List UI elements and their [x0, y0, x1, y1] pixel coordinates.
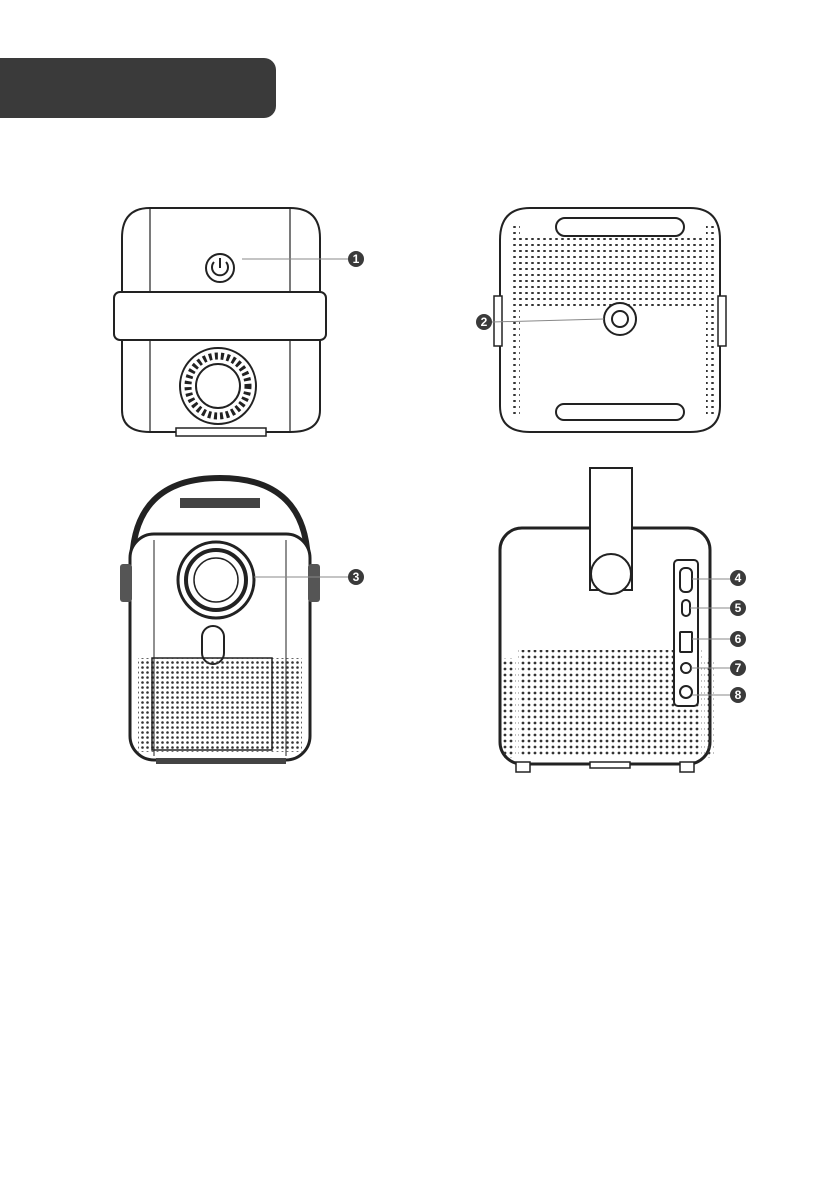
projector-back-view: 4 5 6 7 8: [490, 462, 780, 780]
usb-c-port-icon: [682, 600, 690, 616]
callout-6: 6: [730, 631, 746, 647]
projector-front-view: 3: [110, 470, 390, 770]
projector-top-view: 1: [110, 200, 390, 440]
callout-4: 4: [730, 570, 746, 586]
callout-3-label: 3: [353, 570, 360, 584]
callout-6-label: 6: [735, 632, 742, 646]
front-view-drawing: 3: [110, 470, 390, 770]
lens-icon: [178, 542, 254, 618]
callout-8: 8: [730, 687, 746, 703]
callout-3: 3: [348, 569, 364, 585]
callout-5: 5: [730, 600, 746, 616]
hdmi-port-icon: [680, 568, 692, 592]
top-view-drawing: 1: [110, 200, 390, 440]
callout-7: 7: [730, 660, 746, 676]
callout-2: 2: [476, 314, 492, 330]
callout-8-label: 8: [735, 688, 742, 702]
callout-1-label: 1: [353, 252, 360, 266]
projector-bottom-view: 2: [470, 200, 770, 440]
callout-2-label: 2: [481, 315, 488, 329]
callout-4-label: 4: [735, 571, 742, 585]
callout-7-label: 7: [735, 661, 742, 675]
power-button-icon: [206, 254, 234, 282]
dc-power-port-icon: [680, 686, 692, 698]
usb-a-port-icon: [680, 632, 692, 652]
audio-jack-icon: [681, 663, 691, 673]
callout-5-label: 5: [735, 601, 742, 615]
bottom-view-drawing: 2: [470, 200, 770, 440]
section-header-tab: [0, 58, 276, 118]
tripod-mount-icon: [604, 303, 636, 335]
port-panel: [674, 560, 698, 706]
back-view-drawing: 4 5 6 7 8: [490, 462, 780, 780]
callout-1: 1: [348, 251, 364, 267]
